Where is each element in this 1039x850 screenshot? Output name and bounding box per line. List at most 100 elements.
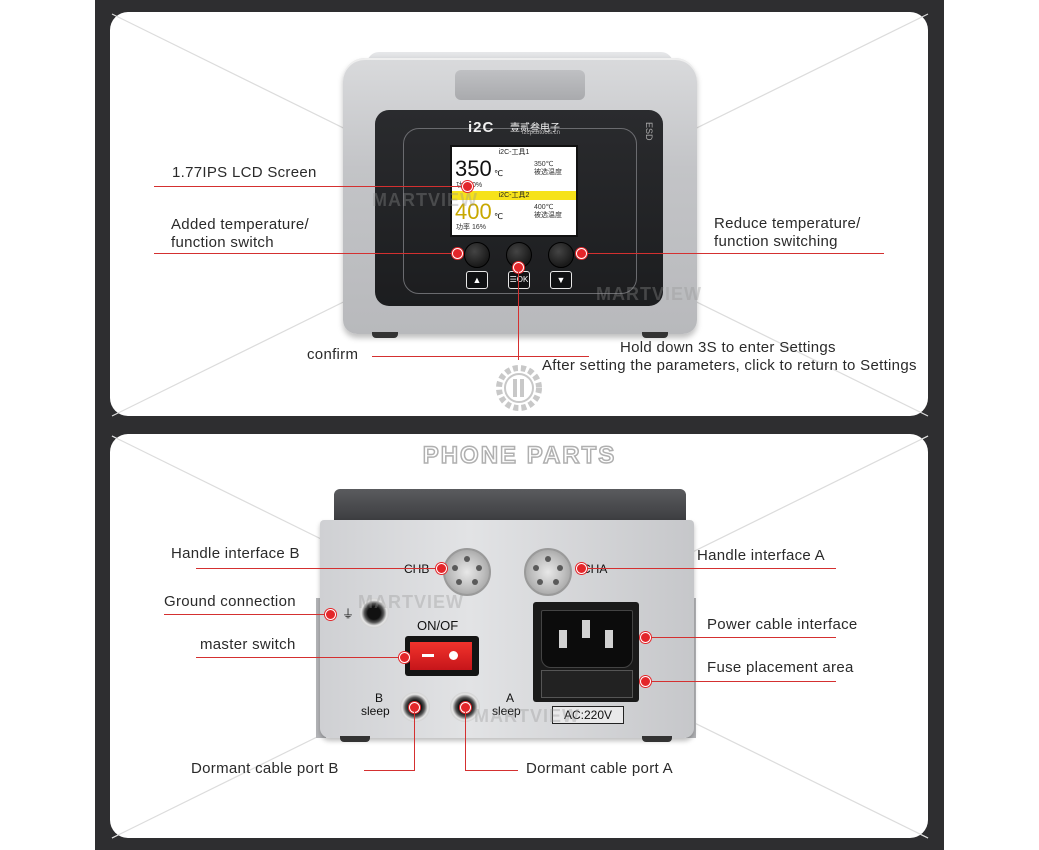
callout-line-master — [196, 657, 400, 658]
label-fuse: Fuse placement area — [707, 659, 854, 676]
label-confirm: confirm — [307, 346, 359, 363]
up-arrow-icon: ▲ — [466, 271, 488, 289]
lcd-tool1-set-label: 被选温度 — [534, 169, 562, 176]
label-hold-line2: After setting the parameters, click to r… — [542, 357, 917, 374]
lcd-screen: i2C-工具1 350 ℃ 350℃ 被选温度 功率 0% i2C-工具2 40… — [450, 145, 578, 237]
switch-on-mark — [449, 651, 458, 660]
callout-line-dormant-b — [364, 770, 415, 771]
label-add-temp-line1: Added temperature/ — [171, 216, 309, 233]
callout-dot-handle-a — [576, 563, 587, 574]
fuse-drawer — [541, 670, 633, 698]
callout-line-lcd — [154, 186, 464, 187]
on-off-label: ON/OF — [417, 618, 459, 633]
socket-pin-left — [559, 630, 567, 648]
label-dormant-b: Dormant cable port B — [191, 760, 339, 777]
lcd-tool1-temp: 350 — [455, 156, 492, 181]
label-ground: Ground connection — [164, 593, 296, 610]
device-back-top — [334, 489, 686, 523]
watermark-4: MARTVIEW — [474, 706, 580, 726]
label-power-cable: Power cable interface — [707, 616, 858, 633]
sleep-b-letter: B — [375, 691, 384, 705]
callout-dot-handle-b — [436, 563, 447, 574]
master-switch[interactable] — [410, 642, 472, 670]
lcd-tool2-unit: ℃ — [494, 212, 503, 221]
ok-icon: ☰ — [509, 275, 517, 284]
label-handle-b: Handle interface B — [171, 545, 300, 562]
callout-line-fuse — [648, 681, 836, 682]
lcd-tool2-set: 400℃ — [534, 204, 554, 211]
esd-text: ESD — [644, 122, 654, 141]
label-hold-line1: Hold down 3S to enter Settings — [620, 339, 836, 356]
label-reduce-temp-line2: function switching — [714, 233, 838, 250]
callout-line-handle-b — [196, 568, 436, 569]
lcd-tool2-temp: 400 — [455, 199, 492, 224]
callout-dot-add — [452, 248, 463, 259]
phone-parts-logo: PHONE PARTS — [422, 441, 617, 470]
lcd-tool1-title: i2C-工具1 — [498, 149, 530, 156]
callout-dot-ground — [325, 609, 336, 620]
socket-pin-right — [605, 630, 613, 648]
watermark-2: MARTVIEW — [596, 284, 702, 304]
label-master-switch: master switch — [200, 636, 296, 653]
sleep-b-label: sleep — [361, 704, 390, 718]
lcd-tool1-set: 350℃ — [534, 161, 554, 168]
callout-dot-fuse — [640, 676, 651, 687]
esd-mark: ESD — [643, 122, 655, 143]
decrease-button[interactable] — [548, 242, 574, 268]
ground-jack — [359, 598, 389, 628]
device-carry-handle — [455, 70, 585, 100]
callout-line-confirm — [372, 356, 519, 357]
sleep-a-letter: A — [506, 691, 515, 705]
increase-button[interactable] — [464, 242, 490, 268]
power-socket-inner — [541, 610, 633, 668]
callout-line-handle-a — [584, 568, 836, 569]
lcd-tool2-row: 400 ℃ 400℃ 被选温度 — [452, 200, 576, 224]
socket-pin-middle — [582, 620, 590, 638]
callout-line-dormant-a — [465, 770, 518, 771]
callout-vline-dormant-b — [414, 710, 415, 770]
lcd-tool1-row: 350 ℃ 350℃ 被选温度 — [452, 157, 576, 181]
brand-name: 壹贰叁电子 — [510, 123, 560, 134]
brand-logo: i2C — [468, 119, 495, 136]
callout-line-reduce — [584, 253, 884, 254]
callout-dot-reduce — [576, 248, 587, 259]
handle-connector-b — [443, 548, 491, 596]
cha-label: CHA — [582, 562, 608, 576]
callout-dot-power — [640, 632, 651, 643]
back-foot-right — [642, 736, 672, 742]
device-foot-right — [642, 332, 668, 338]
device-foot-left — [372, 332, 398, 338]
watermark-1: MARTVIEW — [372, 190, 478, 210]
down-arrow-icon: ▼ — [550, 271, 572, 289]
lcd-tool2-power: 功率 16% — [456, 224, 486, 231]
label-lcd-screen: 1.77IPS LCD Screen — [172, 164, 317, 181]
device-brand: i2C 壹贰叁电子 i2cpcbtools.cn — [468, 119, 588, 137]
callout-line-power — [648, 637, 836, 638]
label-dormant-a: Dormant cable port A — [526, 760, 673, 777]
callout-dot-lcd — [462, 181, 473, 192]
chb-label: CHB — [404, 562, 430, 576]
lcd-tool1-unit: ℃ — [494, 169, 503, 178]
handle-connector-a — [524, 548, 572, 596]
callout-line-hold — [519, 356, 589, 357]
callout-vline-dormant-a — [465, 710, 466, 770]
label-reduce-temp-line1: Reduce temperature/ — [714, 215, 861, 232]
sleep-a-label: sleep — [492, 704, 521, 718]
label-add-temp-line2: function switch — [171, 234, 274, 251]
ac-voltage-label: AC:220V — [552, 706, 624, 724]
ground-icon: ⏚ — [342, 607, 355, 621]
lcd-tool2-set-label: 被选温度 — [534, 212, 562, 219]
callout-line-ground — [164, 614, 326, 615]
watermark-3: MARTVIEW — [358, 592, 464, 612]
lcd-tool2-title: i2C-工具2 — [452, 191, 576, 200]
back-foot-left — [340, 736, 370, 742]
device-face-frame — [403, 128, 637, 294]
label-handle-a: Handle interface A — [697, 547, 825, 564]
callout-vline-confirm — [518, 270, 519, 360]
brand-url: i2cpcbtools.cn — [522, 130, 561, 136]
callout-line-add — [154, 253, 454, 254]
ok-text: OK — [516, 275, 529, 284]
switch-off-mark — [422, 654, 434, 657]
gear-logo-icon — [496, 365, 542, 411]
